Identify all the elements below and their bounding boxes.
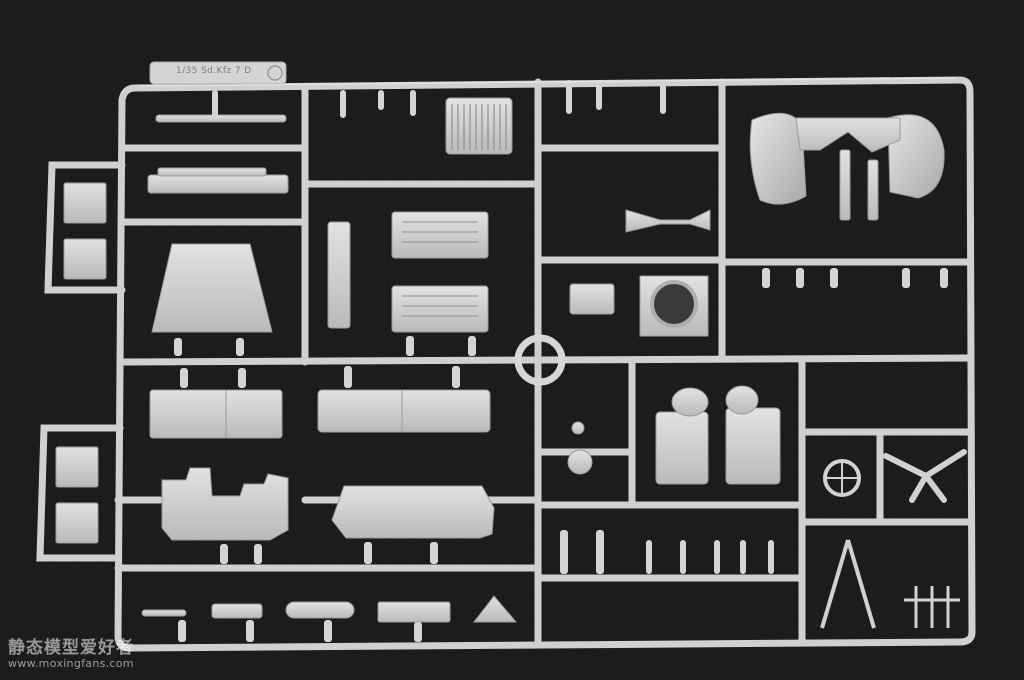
- watermark-url: www.moxingfans.com: [8, 656, 134, 670]
- sprue-frame: [36, 76, 976, 652]
- sprue-tab-label: 1/35 Sd.Kfz 7 D: [176, 66, 252, 76]
- sprue-id-tab: [149, 61, 287, 85]
- sprue-parts: [55, 97, 967, 629]
- sprue-ring: [514, 334, 566, 386]
- runner-highlight: [139, 77, 957, 87]
- sprue-gates: [174, 80, 948, 642]
- watermark: 静态模型爱好者 www.moxingfans.com: [8, 639, 134, 670]
- watermark-chinese: 静态模型爱好者: [8, 638, 134, 659]
- fender-assembly: [749, 112, 807, 205]
